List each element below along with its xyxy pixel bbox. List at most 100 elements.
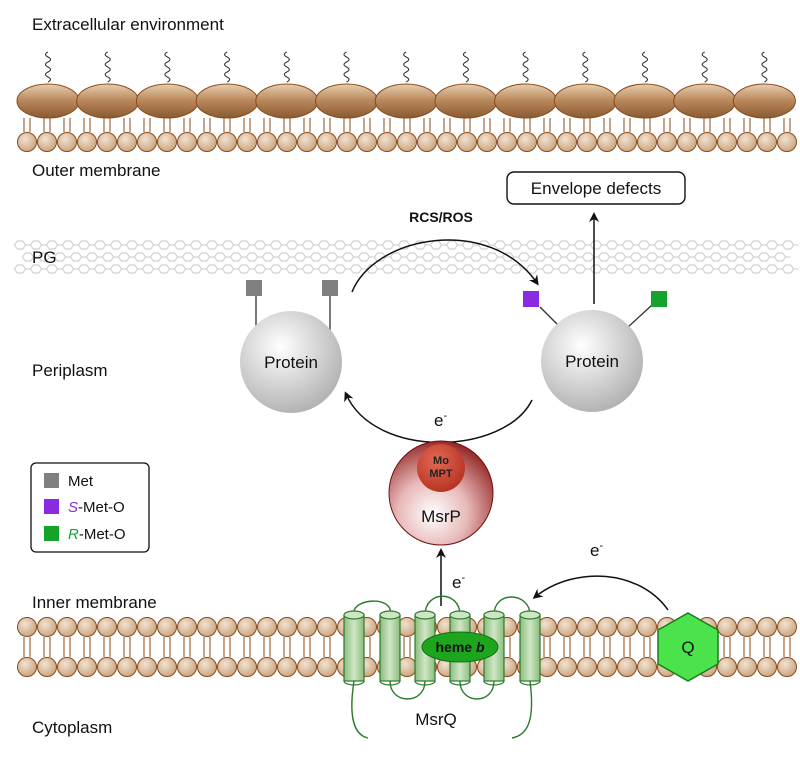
inner-membrane-lipid-head	[317, 657, 337, 677]
outer-membrane-lipid-head	[377, 132, 397, 152]
outer-membrane-lipid-head	[137, 132, 157, 152]
inner-membrane-lipid-head	[97, 657, 117, 677]
protein-oxidized: Protein	[523, 291, 667, 412]
electron-label-right: e-	[590, 540, 603, 560]
inner-membrane-lipid-head	[617, 617, 637, 637]
legend-met-text: Met	[68, 473, 94, 490]
inner-membrane-lipid-head	[237, 617, 257, 637]
inner-membrane-lipid-head	[77, 617, 97, 637]
outer-membrane-lipid-head	[57, 132, 77, 152]
outer-membrane-lipid-head	[17, 132, 37, 152]
outer-membrane-lipid-head	[517, 132, 537, 152]
inner-membrane-lipid-head	[257, 657, 277, 677]
label-cytoplasm: Cytoplasm	[32, 718, 112, 737]
outer-membrane-lipid-head	[117, 132, 137, 152]
outer-membrane-lipid-head	[757, 132, 777, 152]
outer-membrane-lipid-head	[257, 132, 277, 152]
quinone-label: Q	[681, 638, 694, 657]
inner-membrane-lipid-head	[297, 657, 317, 677]
outer-membrane-lipid-head	[97, 132, 117, 152]
inner-membrane-lipid-head	[217, 657, 237, 677]
inner-membrane-lipid-head	[577, 617, 597, 637]
outer-membrane	[16, 51, 797, 152]
inner-membrane-lipid-head	[717, 617, 737, 637]
outer-membrane-lipid-head	[677, 132, 697, 152]
outer-membrane-lipid-head	[777, 132, 797, 152]
inner-membrane-lipid-head	[197, 657, 217, 677]
inner-membrane-lipid-head	[17, 657, 37, 677]
mpt-label: MPT	[429, 468, 453, 480]
inner-membrane-lipid-head	[777, 617, 797, 637]
outer-membrane-lipid-head	[637, 132, 657, 152]
lps-molecule	[673, 83, 737, 119]
lps-molecule	[434, 83, 498, 119]
outer-membrane-lipid-head	[37, 132, 57, 152]
s-met-o-residue	[523, 291, 539, 307]
outer-membrane-lipid-head	[397, 132, 417, 152]
mo-mpt-cofactor	[417, 444, 465, 492]
met-residue-left-2	[322, 280, 338, 296]
msrq-helix	[379, 614, 401, 682]
outer-membrane-lipid-head	[697, 132, 717, 152]
outer-membrane-lipid-head	[237, 132, 257, 152]
inner-membrane-lipid-head	[57, 657, 77, 677]
inner-membrane-lipid-head	[317, 617, 337, 637]
inner-membrane-lipid-head	[737, 617, 757, 637]
outer-membrane-lipid-head	[737, 132, 757, 152]
inner-membrane-lipid-head	[737, 657, 757, 677]
outer-membrane-lipid-head	[317, 132, 337, 152]
msrq-helix	[519, 614, 541, 682]
outer-membrane-lipid-head	[217, 132, 237, 152]
outer-membrane-lipid-head	[337, 132, 357, 152]
inner-membrane-lipid-head	[37, 617, 57, 637]
outer-membrane-lipid-head	[597, 132, 617, 152]
label-pg: PG	[32, 248, 57, 267]
lps-molecule	[494, 83, 558, 119]
inner-membrane-lipid-head	[257, 617, 277, 637]
electron-label-mid: e-	[452, 572, 465, 592]
msrp-enzyme: Mo MPT MsrP	[388, 440, 494, 546]
inner-membrane-lipid-head	[557, 657, 577, 677]
outer-membrane-lipid-head	[177, 132, 197, 152]
legend-met-swatch	[44, 473, 59, 488]
legend-s-met-o-text: S-Met-O	[68, 499, 125, 516]
inner-membrane-lipid-head	[557, 617, 577, 637]
inner-membrane-lipid-head	[17, 617, 37, 637]
inner-membrane-lipid-head	[637, 617, 657, 637]
inner-membrane-lipid-head	[277, 617, 297, 637]
inner-membrane-lipid-head	[597, 657, 617, 677]
electron-label-top: e-	[434, 410, 447, 430]
outer-membrane-lipid-head	[277, 132, 297, 152]
outer-membrane-lipid-head	[157, 132, 177, 152]
lps-molecule	[195, 83, 259, 119]
peptidoglycan-layer	[13, 240, 799, 274]
inner-membrane-lipid-head	[597, 617, 617, 637]
inner-membrane-lipid-head	[277, 657, 297, 677]
outer-membrane-lipid-head	[297, 132, 317, 152]
lps-molecule	[135, 83, 199, 119]
inner-membrane-lipid-head	[157, 657, 177, 677]
oxidation-arrow	[351, 239, 539, 293]
r-met-o-residue	[651, 291, 667, 307]
lps-molecule	[76, 83, 140, 119]
outer-membrane-lipid-head	[77, 132, 97, 152]
inner-membrane-lipid-head	[237, 657, 257, 677]
legend-s-met-o-swatch	[44, 499, 59, 514]
inner-membrane-lipid-head	[197, 617, 217, 637]
outer-membrane-lipid-head	[197, 132, 217, 152]
msrq-helix	[343, 614, 365, 682]
inner-membrane-lipid-head	[757, 657, 777, 677]
inner-membrane-lipid-head	[137, 617, 157, 637]
inner-membrane-lipid-head	[217, 617, 237, 637]
inner-membrane-lipid-head	[297, 617, 317, 637]
outer-membrane-lipid-head	[457, 132, 477, 152]
envelope-defects-text: Envelope defects	[531, 179, 661, 198]
outer-membrane-lipid-head	[497, 132, 517, 152]
msrq-label: MsrQ	[415, 710, 457, 729]
legend-r-met-o-swatch	[44, 526, 59, 541]
inner-membrane-lipid-head	[37, 657, 57, 677]
inner-membrane-lipid-head	[177, 657, 197, 677]
inner-membrane-lipid-head	[137, 657, 157, 677]
inner-membrane-lipid-head	[717, 657, 737, 677]
